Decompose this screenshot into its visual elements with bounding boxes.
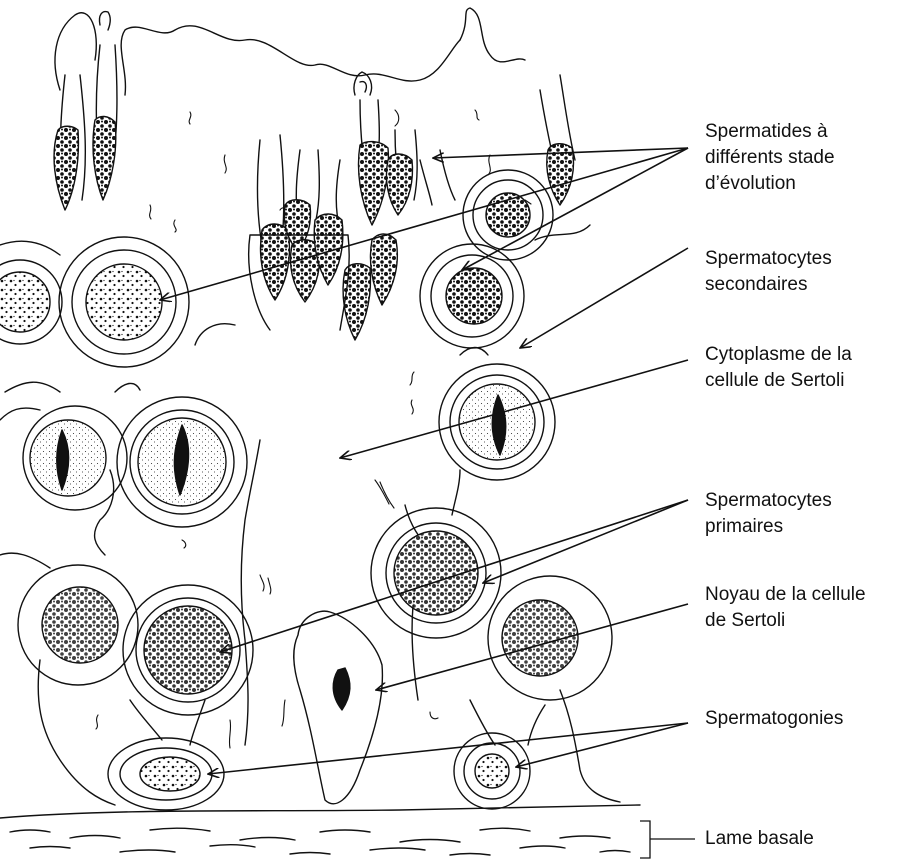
secondary-spermatocyte <box>59 237 189 367</box>
label-spermatogonies: Spermatogonies <box>705 706 843 732</box>
primary-spermatocyte <box>371 508 501 638</box>
secondary-spermatocyte <box>0 260 62 344</box>
sertoli-nucleus <box>294 611 383 804</box>
primary-spermatocyte <box>23 406 127 510</box>
primary-spermatocyte <box>439 364 555 480</box>
primary-spermatocyte <box>488 576 612 700</box>
label-lame-basale: Lame basale <box>705 826 814 852</box>
primary-spermatocyte <box>117 397 247 527</box>
secondary-spermatocyte <box>420 244 524 348</box>
basal-lamina <box>0 805 640 855</box>
label-spermatocytes-primaires: Spermatocytes primaires <box>705 488 832 540</box>
primary-spermatocyte <box>18 565 138 685</box>
label-cytoplasme-sertoli: Cytoplasme de la cellule de Sertoli <box>705 342 852 394</box>
primary-spermatocyte <box>123 585 253 715</box>
label-noyau-sertoli: Noyau de la cellule de Sertoli <box>705 582 866 634</box>
label-spermatocytes-secondaires: Spermatocytes secondaires <box>705 246 832 298</box>
annotation-arrows <box>160 148 695 858</box>
spermatogonium <box>108 738 224 810</box>
label-spermatides: Spermatides à différents stade d’évoluti… <box>705 119 835 197</box>
basal-lamina-bracket <box>640 821 695 858</box>
